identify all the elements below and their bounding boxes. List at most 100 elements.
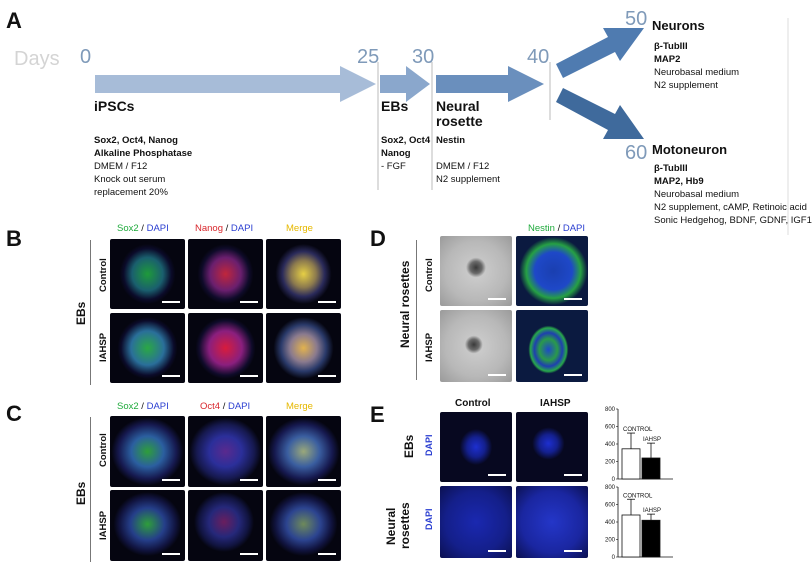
c-control-oct4-image xyxy=(188,416,263,487)
stage-ipscs-title: iPSCs xyxy=(94,98,135,114)
y-tick-label: 400 xyxy=(605,442,616,448)
stage-motoneuron-markers2: MAP2, Hb9 xyxy=(654,176,704,187)
bar-label-iahsp: IAHSP xyxy=(643,437,661,443)
c-control-merge-image xyxy=(266,416,341,487)
stage-ipscs-line2: Knock out serum xyxy=(94,174,166,185)
d-col2-marker: Nestin xyxy=(528,223,555,234)
d-iahsp-nestin-image xyxy=(516,310,588,382)
stage-neurons-title: Neurons xyxy=(652,18,705,33)
stage-motoneuron-title: Motoneuron xyxy=(652,142,728,157)
e-row1-label: EBs xyxy=(402,434,416,458)
timeline-arrows xyxy=(95,18,789,235)
panel-letter-a: A xyxy=(6,8,22,33)
stage-ipscs-markers2: Alkaline Phosphatase xyxy=(94,148,193,159)
b-row1-label: Control xyxy=(98,258,109,292)
bar-control xyxy=(621,514,641,558)
b-col2-header: Nanog / DAPI xyxy=(195,223,253,234)
b-col1-header: Sox2 / DAPI xyxy=(117,223,169,234)
y-tick-label: 400 xyxy=(605,520,616,526)
b-col2-marker: Nanog xyxy=(195,223,223,234)
c-col1-sep: / xyxy=(138,401,147,412)
y-tick-label: 0 xyxy=(612,477,616,483)
arrow-to-neurons xyxy=(556,28,644,78)
day-30: 30 xyxy=(412,46,435,68)
bar-control xyxy=(621,448,641,480)
stage-rosette-line1: DMEM / F12 xyxy=(436,161,490,172)
c-col2-marker: Oct4 xyxy=(200,401,221,412)
b-col3-header: Merge xyxy=(286,223,313,234)
d-control-nestin-image xyxy=(516,236,588,306)
b-col2-dapi: DAPI xyxy=(230,223,254,234)
d-group-label: Neural rosettes xyxy=(398,260,412,348)
c-iahsp-sox2-image xyxy=(110,490,185,561)
b-col1-sep: / xyxy=(138,223,147,234)
c-col2-sep: / xyxy=(220,401,228,412)
d-col2-dapi: DAPI xyxy=(562,223,586,234)
arrow-to-motoneuron xyxy=(556,88,644,139)
stage-rosette-title2: rosette xyxy=(436,113,483,129)
arrow-ipsc-to-eb xyxy=(95,66,376,102)
e-row2-label-b: rosettes xyxy=(398,502,412,549)
stage-rosette-body: Nestin DMEM / F12 N2 supplement xyxy=(436,134,500,186)
d-row1-label: Control xyxy=(424,258,435,292)
e-col1-header: Control xyxy=(455,398,491,409)
c-col1-header: Sox2 / DAPI xyxy=(117,401,169,412)
stage-ebs-title: EBs xyxy=(381,98,409,114)
days-label: Days xyxy=(14,48,60,70)
stage-motoneuron-markers1: β-TubIII xyxy=(654,163,688,174)
y-tick-label: 600 xyxy=(605,503,616,509)
stage-ipscs-body: Sox2, Oct4, Nanog Alkaline Phosphatase D… xyxy=(94,134,192,199)
stage-neurons-line2: N2 supplement xyxy=(654,80,718,91)
b-control-sox2-image xyxy=(110,239,185,309)
d-iahsp-brightfield-image xyxy=(440,310,512,382)
b-iahsp-sox2-image xyxy=(110,313,185,383)
day-50: 50 xyxy=(625,8,648,30)
c-group-label: EBs xyxy=(74,481,88,505)
b-control-nanog-image xyxy=(188,239,263,309)
stage-motoneuron-line1: Neurobasal medium xyxy=(654,189,740,200)
b-col1-dapi: DAPI xyxy=(146,223,169,234)
e-ebs-iahsp-dapi-image xyxy=(516,412,588,482)
panel-letter-d: D xyxy=(370,226,386,251)
stage-rosette-title1: Neural xyxy=(436,98,480,114)
stage-rosette-line2: N2 supplement xyxy=(436,174,500,185)
b-row2-label: IAHSP xyxy=(98,332,109,362)
arrow-eb-to-rosette xyxy=(380,66,430,102)
stage-motoneuron-line2: N2 supplement, cAMP, Retinoic acid xyxy=(654,202,807,213)
y-tick-label: 800 xyxy=(605,407,616,413)
panel-letter-b: B xyxy=(6,226,22,251)
stage-rosette-title: Neural rosette xyxy=(436,99,483,129)
d-row2-label: IAHSP xyxy=(424,332,435,362)
c-control-sox2-image xyxy=(110,416,185,487)
d-control-brightfield-image xyxy=(440,236,512,306)
day-40: 40 xyxy=(527,46,550,68)
y-tick-label: 600 xyxy=(605,425,616,431)
e-row2-label-a: Neural xyxy=(384,507,398,545)
c-iahsp-oct4-image xyxy=(188,490,263,561)
bar-label-control: CONTROL xyxy=(623,493,653,499)
c-col2-dapi: DAPI xyxy=(227,401,251,412)
panel-letter-c: C xyxy=(6,401,22,426)
stage-ipscs-line3: replacement 20% xyxy=(94,187,168,198)
b-control-merge-image xyxy=(266,239,341,309)
b-group-label: EBs xyxy=(74,301,88,325)
c-col3-header: Merge xyxy=(286,401,313,412)
c-row2-label: IAHSP xyxy=(98,510,109,540)
stage-motoneuron-body: β-TubIII MAP2, Hb9 Neurobasal medium N2 … xyxy=(654,162,812,227)
y-tick-label: 800 xyxy=(605,485,616,491)
stage-neurons-markers1: β-TubIII xyxy=(654,41,688,52)
c-col2-header: Oct4 / DAPI xyxy=(200,401,250,412)
stage-ebs-body: Sox2, Oct4 Nanog - FGF xyxy=(381,134,430,173)
b-iahsp-merge-image xyxy=(266,313,341,383)
e-col2-header: IAHSP xyxy=(540,398,571,409)
stage-neurons-body: β-TubIII MAP2 Neurobasal medium N2 suppl… xyxy=(654,40,739,92)
stage-neurons-markers2: MAP2 xyxy=(654,54,681,65)
day-60: 60 xyxy=(625,142,648,164)
stage-ipscs-line1: DMEM / F12 xyxy=(94,161,148,172)
y-tick-label: 200 xyxy=(605,538,616,544)
b-col1-marker: Sox2 xyxy=(117,223,139,234)
stage-motoneuron-line3: Sonic Hedgehog, BDNF, GDNF, IGF1 xyxy=(654,215,812,226)
e-rosettes-iahsp-dapi-image xyxy=(516,486,588,558)
